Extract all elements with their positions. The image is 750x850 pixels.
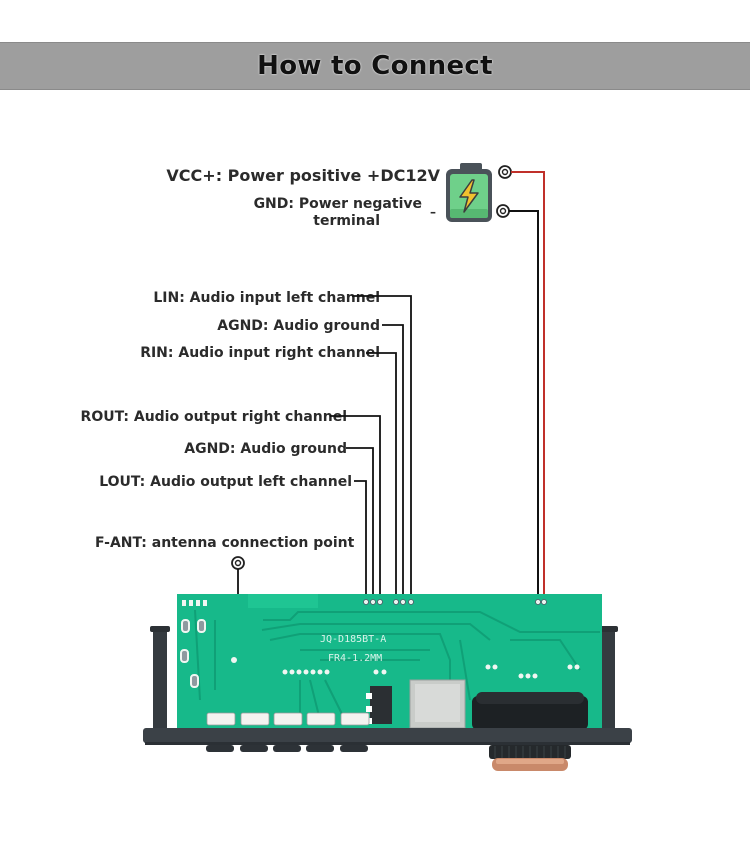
pcb-spec-text: FR4-1.2MM [328,653,382,664]
lin-wire [352,295,412,603]
lout-wire [354,480,367,603]
rout-wire [330,415,381,603]
gnd-label-line1: GND: Power negative [253,196,422,212]
page-title: How to Connect [257,51,493,81]
rin-label: RIN: Audio input right channel [140,345,380,361]
pcb-model-text: JQ-D185BT-A [320,634,386,645]
lin-label: LIN: Audio input left channel [153,290,380,306]
rout-label: ROUT: Audio output right channel [80,409,347,425]
vcc-terminal-icon [498,165,512,179]
agnd-in-wire [382,324,404,603]
antenna-label: F-ANT: antenna connection point [95,535,355,551]
vcc-label: VCC+: Power positive +DC12V [166,166,440,185]
gnd-wire [509,210,539,603]
agnd-in-label: AGND: Audio ground [217,318,380,334]
gnd-minus-sign: – [430,205,436,219]
gnd-label-line2: terminal [313,213,380,229]
agnd-out-wire [346,447,374,603]
gnd-terminal-icon [496,204,510,218]
lout-label: LOUT: Audio output left channel [99,474,352,490]
vcc-wire [511,171,545,603]
module-board: JQ-D185BT-A FR4-1.2MM [143,594,632,771]
header-bar: How to Connect [0,42,750,90]
volume-knob [489,745,571,771]
agnd-out-label: AGND: Audio ground [184,441,347,457]
rin-wire [366,352,397,603]
front-panel [143,728,632,743]
battery-charging-icon [446,163,492,222]
antenna-terminal-icon [231,556,245,570]
tactile-buttons [206,712,370,726]
